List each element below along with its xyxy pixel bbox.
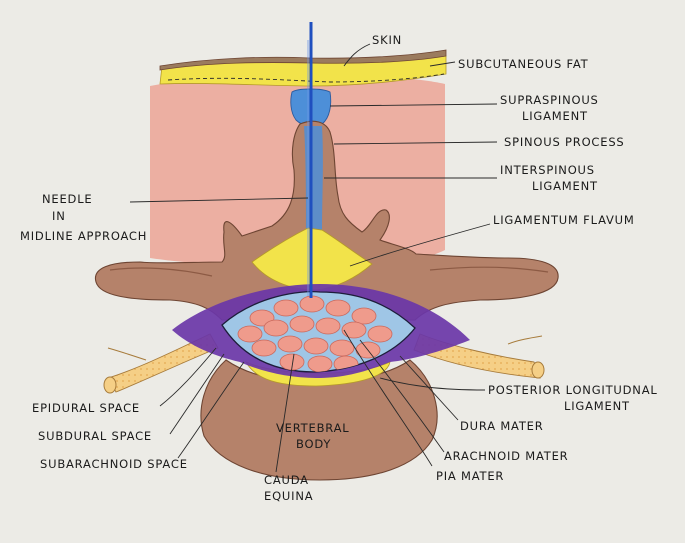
- label-subcutaneous-fat: SUBCUTANEOUS FAT: [458, 57, 589, 71]
- label-spinous-process: SPINOUS PROCESS: [504, 135, 625, 149]
- right-root-end: [531, 361, 545, 379]
- label-vertebral-body-line2: BODY: [296, 437, 331, 451]
- leader-arachnoid: [359, 339, 445, 453]
- label-subarachnoid-space: SUBARACHNOID SPACE: [40, 457, 188, 471]
- label-posterior-longitudinal-line1: POSTERIOR LONGITUDNAL: [488, 383, 658, 397]
- leader-ligamentum-flavum: [349, 223, 491, 267]
- label-ligamentum-flavum: LIGAMENTUM FLAVUM: [493, 213, 635, 227]
- label-subdural-space: SUBDURAL SPACE: [38, 429, 152, 443]
- label-supraspinous-line2: LIGAMENT: [522, 109, 588, 123]
- leader-skin: [343, 43, 371, 67]
- label-arachnoid-mater: ARACHNOID MATER: [444, 449, 568, 463]
- cauda-equina-roots: [237, 295, 393, 372]
- leader-subarachnoid: [177, 361, 245, 459]
- leader-subcutaneous-fat: [429, 61, 456, 67]
- interspinous-ligament: [304, 126, 323, 230]
- label-cauda-equina-line1: CAUDA: [264, 473, 309, 487]
- fat-dashed-line: [167, 73, 445, 83]
- left-transverse-process-shading: [109, 267, 213, 277]
- leader-dura: [399, 355, 459, 421]
- right-transverse-process-shading: [429, 266, 549, 273]
- label-supraspinous-line1: SUPRASPINOUS: [500, 93, 599, 107]
- label-vertebral-body-line1: VERTEBRAL: [276, 421, 349, 435]
- leader-epidural: [159, 347, 217, 407]
- leader-posterior-longitudinal: [379, 377, 486, 391]
- label-interspinous-line2: LIGAMENT: [532, 179, 598, 193]
- leader-cauda-equina: [275, 353, 295, 473]
- label-epidural-space: EPIDURAL SPACE: [32, 401, 140, 415]
- label-skin: SKIN: [372, 33, 402, 47]
- left-root-branch: [107, 347, 147, 361]
- label-cauda-equina-line2: EQUINA: [264, 489, 313, 503]
- label-needle-line2: IN: [52, 209, 66, 223]
- right-root-branch: [507, 335, 543, 345]
- leader-supraspinous: [329, 103, 498, 107]
- leader-needle: [129, 197, 309, 203]
- spinous-process: [94, 120, 559, 321]
- leader-spinous-process: [333, 141, 498, 145]
- label-interspinous-line1: INTERSPINOUS: [500, 163, 595, 177]
- label-needle-line3: MIDLINE APPROACH: [20, 229, 147, 243]
- label-needle-line1: NEEDLE: [42, 192, 92, 206]
- label-posterior-longitudinal-line2: LIGAMENT: [564, 399, 630, 413]
- leader-subdural: [169, 353, 225, 435]
- skin-layer: [159, 49, 447, 71]
- left-root-end: [103, 376, 117, 394]
- label-pia-mater: PIA MATER: [436, 469, 504, 483]
- label-dura-mater: DURA MATER: [460, 419, 544, 433]
- leader-pia: [343, 329, 433, 467]
